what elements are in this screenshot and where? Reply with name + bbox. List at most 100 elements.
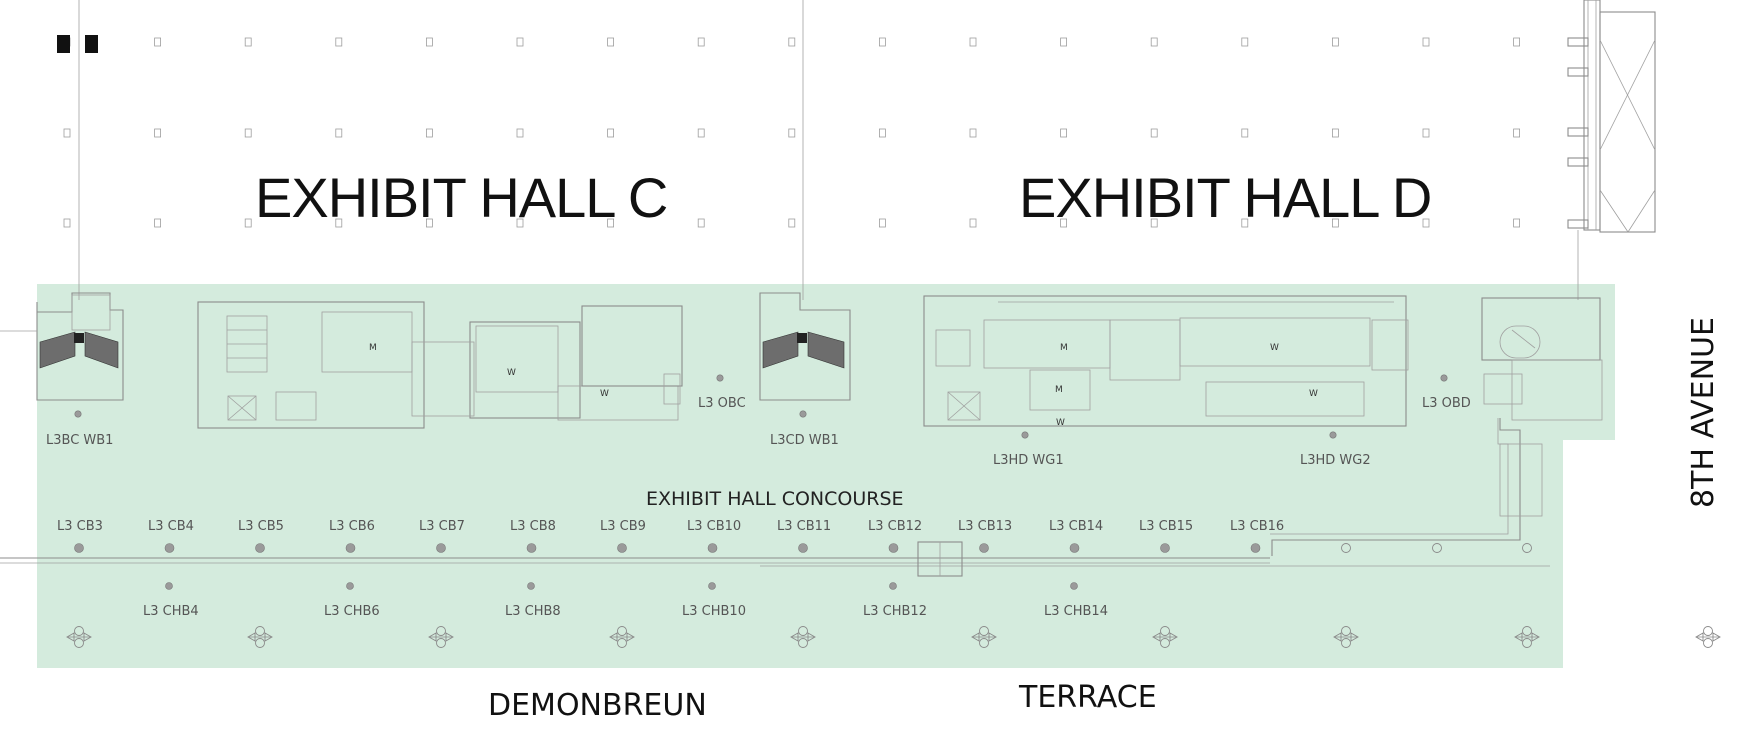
booth-marker: [164, 543, 175, 553]
structural-column: [607, 218, 614, 228]
booth-label: L3 CB8: [510, 519, 556, 534]
booth-marker: [1070, 582, 1078, 590]
structural-column: [1241, 218, 1249, 228]
structural-column: [1060, 218, 1067, 228]
booth-label: L3 CB13: [958, 519, 1012, 534]
structural-column: [425, 218, 433, 228]
structural-column: [788, 218, 796, 228]
planter-icon: [66, 626, 92, 648]
structural-column: [607, 128, 614, 138]
booth-label: L3 CHB14: [1044, 604, 1108, 619]
booth-label: L3 CB15: [1139, 519, 1193, 534]
structural-column: [335, 218, 343, 228]
structural-column: [1422, 128, 1430, 138]
structural-column: [154, 218, 162, 228]
l3cd-wb1-block: [759, 292, 851, 401]
structural-column: [57, 35, 70, 53]
booth-label: L3 CHB8: [505, 604, 561, 619]
planter-row: [66, 543, 1721, 648]
area-label-l3hd-wg1: L3HD WG1: [993, 453, 1064, 468]
planter-icon: [790, 626, 816, 648]
structural-column: [1150, 37, 1158, 47]
booth-marker: [979, 543, 989, 553]
room-letter-women: W: [1270, 343, 1279, 353]
structural-column: [1150, 128, 1158, 138]
booth-label: L3 CB9: [600, 519, 646, 534]
booth-label: L3 CB11: [777, 519, 831, 534]
room-letter-men: M: [369, 343, 377, 353]
booth-marker: [346, 582, 354, 590]
room-letter-men: M: [1055, 385, 1063, 395]
booth-label: L3 CHB4: [143, 604, 199, 619]
planter-icon: [1152, 626, 1178, 648]
structural-column: [1513, 128, 1520, 138]
booth-label: L3 CB16: [1230, 519, 1284, 534]
structural-column: [1332, 218, 1339, 228]
structural-column: [879, 37, 886, 47]
concourse-area: [37, 284, 1615, 668]
restroom-cluster-1: [197, 301, 683, 429]
booth-marker: [707, 543, 718, 553]
column-marker: [1432, 543, 1442, 553]
structural-column: [244, 128, 252, 138]
booth-marker: [888, 543, 899, 553]
booth-label: L3 CHB10: [682, 604, 746, 619]
room-letter-women: W: [507, 368, 516, 378]
structural-column: [425, 37, 433, 47]
planter-icon: [428, 626, 454, 648]
booth-marker: [889, 582, 897, 590]
structural-column: [788, 37, 796, 47]
planter-icon: [609, 626, 635, 648]
structural-column: [1060, 37, 1067, 47]
booth-label: L3 CB12: [868, 519, 922, 534]
structural-column: [969, 37, 977, 47]
structural-column: [154, 37, 162, 47]
column-marker: [1341, 543, 1351, 553]
booth-marker: [1069, 543, 1080, 553]
planter-icon: [1514, 626, 1540, 648]
street-terrace: TERRACE: [1018, 680, 1157, 715]
booth-label: L3 CB14: [1049, 519, 1103, 534]
structural-column: [335, 128, 343, 138]
structural-column: [335, 37, 343, 47]
structural-column: [1513, 37, 1520, 47]
street-demonbreun: DEMONBREUN: [488, 688, 707, 723]
area-label-l3hd-wg2: L3HD WG2: [1300, 453, 1371, 468]
area-label-l3cd-wb1: L3CD WB1: [770, 433, 839, 448]
planter-icon: [971, 626, 997, 648]
structural-column: [1332, 128, 1339, 138]
structural-column: [516, 37, 524, 47]
street-8th-avenue: 8TH AVENUE: [1686, 317, 1721, 508]
structural-column: [516, 218, 524, 228]
structural-column: [425, 128, 433, 138]
room-letter-men: M: [1060, 343, 1068, 353]
structural-column: [697, 128, 705, 138]
concourse-title: EXHIBIT HALL CONCOURSE: [646, 488, 904, 510]
booth-marker: [74, 543, 84, 553]
booth-marker: [617, 543, 627, 553]
structural-column: [969, 128, 977, 138]
booth-marker: [1160, 543, 1170, 553]
area-labels: L3BC WB1 L3 OBC L3CD WB1 L3HD WG1 L3HD W…: [46, 374, 1471, 468]
planter-icon: [1333, 626, 1359, 648]
east-stair-structure: [1567, 0, 1656, 233]
structural-column: [1150, 218, 1158, 228]
structural-column: [85, 35, 98, 53]
booth-label: L3 CHB12: [863, 604, 927, 619]
structural-column: [1332, 37, 1339, 47]
structural-column: [1422, 218, 1430, 228]
booth-marker: [527, 582, 535, 590]
structural-column: [516, 128, 524, 138]
restroom-cluster-2: [923, 295, 1409, 427]
hall-c-title: EXHIBIT HALL C: [255, 166, 667, 229]
structural-column: [244, 37, 252, 47]
concourse-booths-top: L3 CB3 L3 CB4 L3 CB5 L3 CB6 L3 CB7 L3 CB…: [57, 519, 1284, 553]
area-label-l3-obd: L3 OBD: [1422, 396, 1471, 411]
structural-column: [969, 218, 977, 228]
l3bc-wb1-block: [0, 292, 124, 401]
booth-label: L3 CB7: [419, 519, 465, 534]
structural-column: [63, 128, 71, 138]
area-label-l3-obc: L3 OBC: [698, 396, 746, 411]
structural-column: [1422, 37, 1430, 47]
